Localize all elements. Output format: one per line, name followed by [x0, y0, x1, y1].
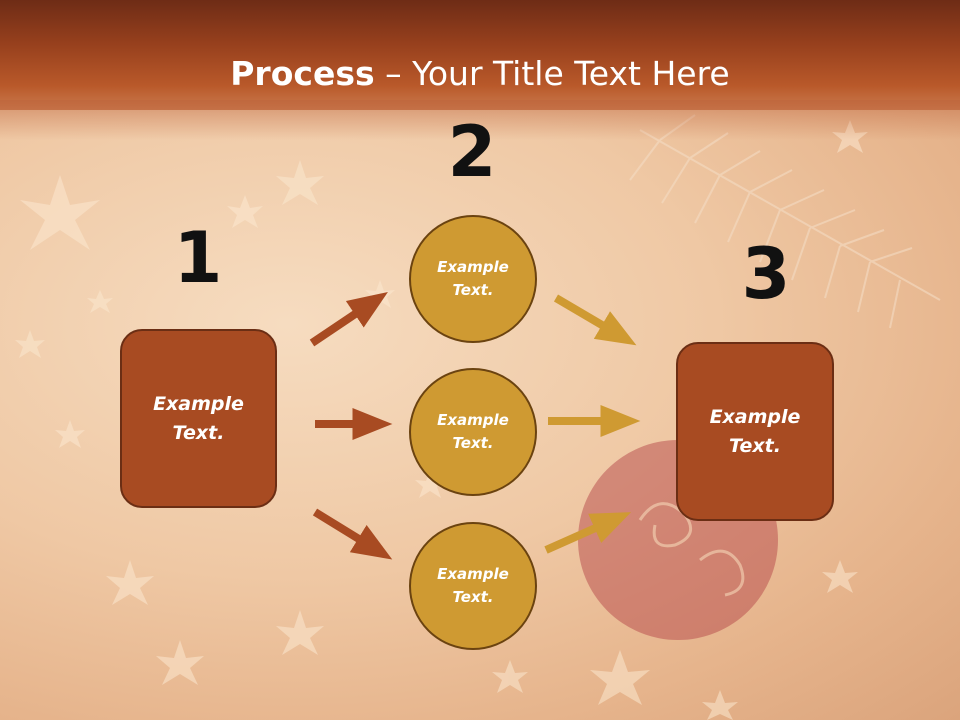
step2-circle-bottom: Example Text.	[409, 522, 537, 650]
arrow-to-step3-top	[553, 294, 637, 346]
title-bar	[0, 0, 960, 110]
step1-box: Example Text.	[120, 329, 277, 508]
step2-circle-middle-label: Example Text.	[437, 411, 509, 452]
arrow-to-step2-bottom	[312, 508, 393, 560]
step-number-3: 3	[741, 233, 791, 315]
arrow-to-step2-top	[309, 291, 388, 347]
page-title-bold: Process	[230, 54, 375, 93]
page-title: Process – Your Title Text Here	[0, 52, 960, 96]
step3-box: Example Text.	[676, 342, 834, 521]
step-number-1: 1	[173, 217, 223, 299]
page-title-rest: – Your Title Text Here	[374, 54, 730, 93]
step2-circle-top-label: Example Text.	[437, 258, 509, 299]
step2-circle-top: Example Text.	[409, 215, 537, 343]
step-number-2: 2	[447, 111, 497, 193]
step1-box-label: Example Text.	[153, 392, 244, 444]
arrow-to-step3-bottom	[544, 512, 632, 554]
step2-circle-middle: Example Text.	[409, 368, 537, 496]
step3-box-label: Example Text.	[709, 405, 801, 457]
title-bar-fade	[0, 100, 960, 140]
step2-circle-bottom-label: Example Text.	[437, 565, 509, 606]
